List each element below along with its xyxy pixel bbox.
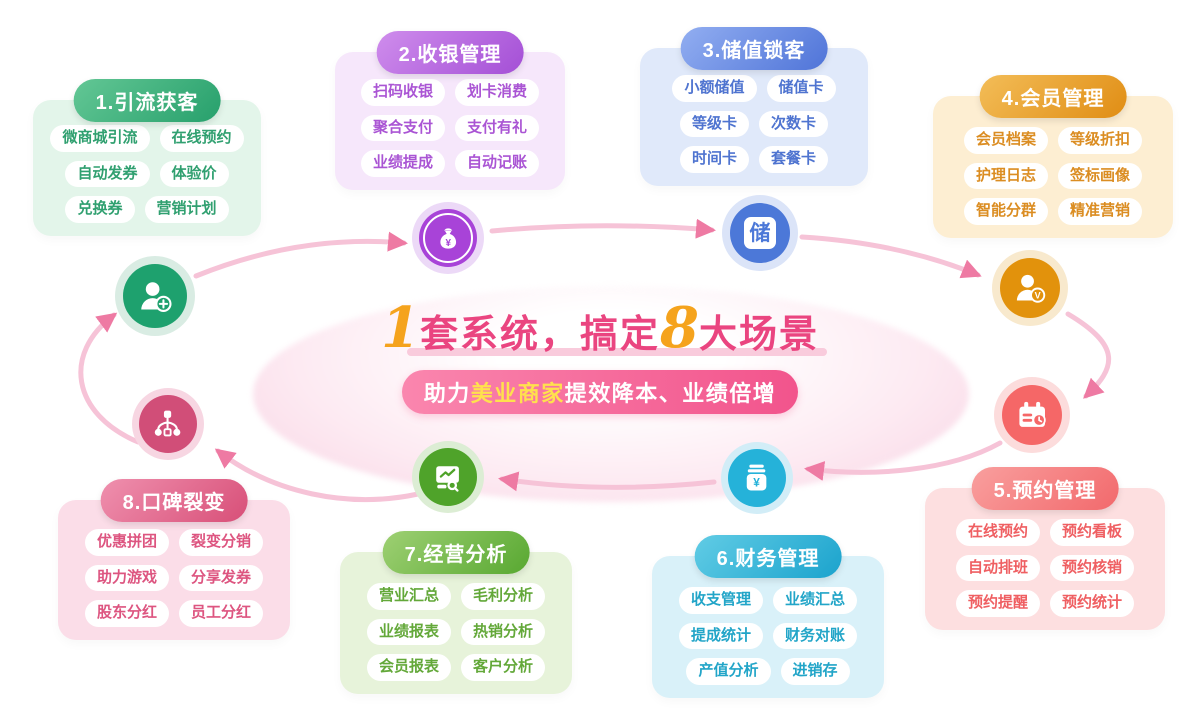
feature-pill: 财务对账 bbox=[773, 622, 858, 650]
calendar-clock-icon bbox=[1002, 385, 1062, 445]
feature-pill: 护理日志 bbox=[963, 162, 1048, 190]
feature-pill: 业绩提成 bbox=[360, 150, 445, 177]
feature-pill: 提成统计 bbox=[678, 622, 763, 650]
feature-pill: 扫码收银 bbox=[360, 78, 445, 106]
panel-member-management: 4.会员管理 会员档案 等级折扣 护理日志 签标画像 智能分群 精准营销 bbox=[933, 75, 1173, 238]
feature-pill: 预约提醒 bbox=[955, 590, 1040, 617]
feature-pill: 储值卡 bbox=[766, 74, 836, 102]
panel-cashier-management: 2.收银管理 扫码收银 划卡消费 聚合支付 支付有礼 业绩提成 自动记账 bbox=[335, 31, 565, 190]
deposit-character: 储 bbox=[749, 221, 771, 245]
panel-title: 3.储值锁客 bbox=[680, 27, 828, 70]
feature-pill: 时间卡 bbox=[679, 146, 749, 173]
panel-title: 6.财务管理 bbox=[694, 535, 842, 578]
panel-word-of-mouth: 8.口碑裂变 优惠拼团 裂变分销 助力游戏 分享发券 股东分红 员工分红 bbox=[58, 479, 290, 640]
panel-booking-management: 5.预约管理 在线预约 预约看板 自动排班 预约核销 预约提醒 预约统计 bbox=[925, 467, 1165, 630]
headline-number-8: 8 bbox=[660, 295, 699, 361]
feature-pill: 预约看板 bbox=[1050, 518, 1135, 546]
feature-pill: 热销分析 bbox=[461, 618, 546, 646]
headline-text-2: 大场景 bbox=[698, 314, 819, 356]
feature-pill: 进销存 bbox=[780, 658, 850, 685]
subtitle-highlight: 美业商家 bbox=[470, 380, 565, 406]
feature-pill: 毛利分析 bbox=[461, 582, 546, 610]
money-bag-icon: ¥ bbox=[419, 209, 477, 267]
feature-pill: 会员档案 bbox=[963, 126, 1048, 154]
panel-stored-value: 3.储值锁客 小额储值 储值卡 等级卡 次数卡 时间卡 套餐卡 bbox=[640, 27, 868, 186]
panel-business-analysis: 7.经营分析 营业汇总 毛利分析 业绩报表 热销分析 会员报表 客户分析 bbox=[340, 531, 572, 694]
feature-pill: 支付有礼 bbox=[455, 114, 540, 142]
feature-pill: 业绩报表 bbox=[366, 618, 451, 646]
svg-text:¥: ¥ bbox=[445, 238, 451, 249]
panel-title: 2.收银管理 bbox=[376, 31, 524, 74]
subtitle-pill: 助力美业商家提效降本、业绩倍增 bbox=[401, 369, 799, 414]
headline-text-1: 套系统，搞定 bbox=[419, 314, 660, 356]
headline-row: 1 套系统，搞定 8 大场景 bbox=[377, 295, 827, 361]
svg-text:V: V bbox=[1034, 290, 1040, 300]
panel-finance-management: 6.财务管理 收支管理 业绩汇总 提成统计 财务对账 产值分析 进销存 bbox=[652, 535, 884, 698]
panel-title: 5.预约管理 bbox=[971, 467, 1119, 510]
feature-pill: 套餐卡 bbox=[759, 146, 829, 173]
feature-pill: 等级折扣 bbox=[1058, 126, 1143, 154]
arrow-3-to-4 bbox=[799, 234, 982, 279]
feature-pill: 签标画像 bbox=[1058, 162, 1143, 190]
headline-number-1: 1 bbox=[381, 295, 420, 361]
cash-jar-icon: ¥ bbox=[728, 449, 786, 507]
feature-pill: 产值分析 bbox=[686, 658, 771, 685]
headline-underline bbox=[407, 347, 827, 356]
feature-pill: 智能分群 bbox=[963, 198, 1048, 225]
feature-pill: 微商城引流 bbox=[50, 124, 150, 152]
feature-pill: 业绩汇总 bbox=[773, 586, 858, 614]
panel-title: 8.口碑裂变 bbox=[100, 479, 248, 522]
feature-pill: 裂变分销 bbox=[179, 528, 264, 556]
feature-pill: 优惠拼团 bbox=[84, 528, 169, 556]
feature-pill: 客户分析 bbox=[461, 654, 546, 681]
feature-pill: 分享发券 bbox=[179, 564, 264, 592]
feature-pill: 员工分红 bbox=[179, 600, 264, 627]
fission-network-icon bbox=[139, 395, 197, 453]
analysis-monitor-icon bbox=[419, 448, 477, 506]
feature-pill: 自动排班 bbox=[955, 554, 1040, 582]
feature-pill: 在线预约 bbox=[955, 518, 1040, 546]
feature-pill: 预约统计 bbox=[1050, 590, 1135, 617]
feature-pill: 次数卡 bbox=[759, 110, 829, 138]
feature-pill: 体验价 bbox=[159, 160, 229, 188]
feature-pill: 助力游戏 bbox=[84, 564, 169, 592]
panel-title: 7.经营分析 bbox=[382, 531, 530, 574]
feature-pill: 自动记账 bbox=[455, 150, 540, 177]
feature-pill: 营销计划 bbox=[144, 196, 229, 223]
feature-pill: 聚合支付 bbox=[360, 114, 445, 142]
subtitle-prefix: 助力 bbox=[423, 380, 471, 406]
feature-pill: 股东分红 bbox=[84, 600, 169, 627]
feature-pill: 等级卡 bbox=[679, 110, 749, 138]
feature-pill: 划卡消费 bbox=[455, 78, 540, 106]
deposit-icon: 储 bbox=[730, 203, 790, 263]
panel-title: 4.会员管理 bbox=[979, 75, 1127, 118]
feature-pill: 营业汇总 bbox=[366, 582, 451, 610]
feature-pill: 自动发券 bbox=[65, 160, 150, 188]
member-vip-icon: V bbox=[1000, 258, 1060, 318]
feature-pill: 预约核销 bbox=[1050, 554, 1135, 582]
feature-pill: 兑换券 bbox=[65, 196, 135, 223]
arrow-1-to-2 bbox=[193, 231, 408, 279]
feature-pill: 在线预约 bbox=[159, 124, 244, 152]
feature-pill: 精准营销 bbox=[1058, 198, 1143, 225]
feature-pill: 收支管理 bbox=[678, 586, 763, 614]
panel-title: 1.引流获客 bbox=[73, 79, 221, 122]
arrow-2-to-3 bbox=[489, 218, 716, 239]
panel-traffic-acquisition: 1.引流获客 微商城引流 在线预约 自动发券 体验价 兑换券 营销计划 bbox=[33, 79, 261, 236]
feature-pill: 会员报表 bbox=[366, 654, 451, 681]
svg-text:¥: ¥ bbox=[754, 476, 761, 490]
center-headline: 1 套系统，搞定 8 大场景 助力美业商家提效降本、业绩倍增 bbox=[0, 300, 1200, 414]
feature-pill: 小额储值 bbox=[672, 74, 757, 102]
subtitle-suffix: 提效降本、业绩倍增 bbox=[564, 380, 777, 406]
